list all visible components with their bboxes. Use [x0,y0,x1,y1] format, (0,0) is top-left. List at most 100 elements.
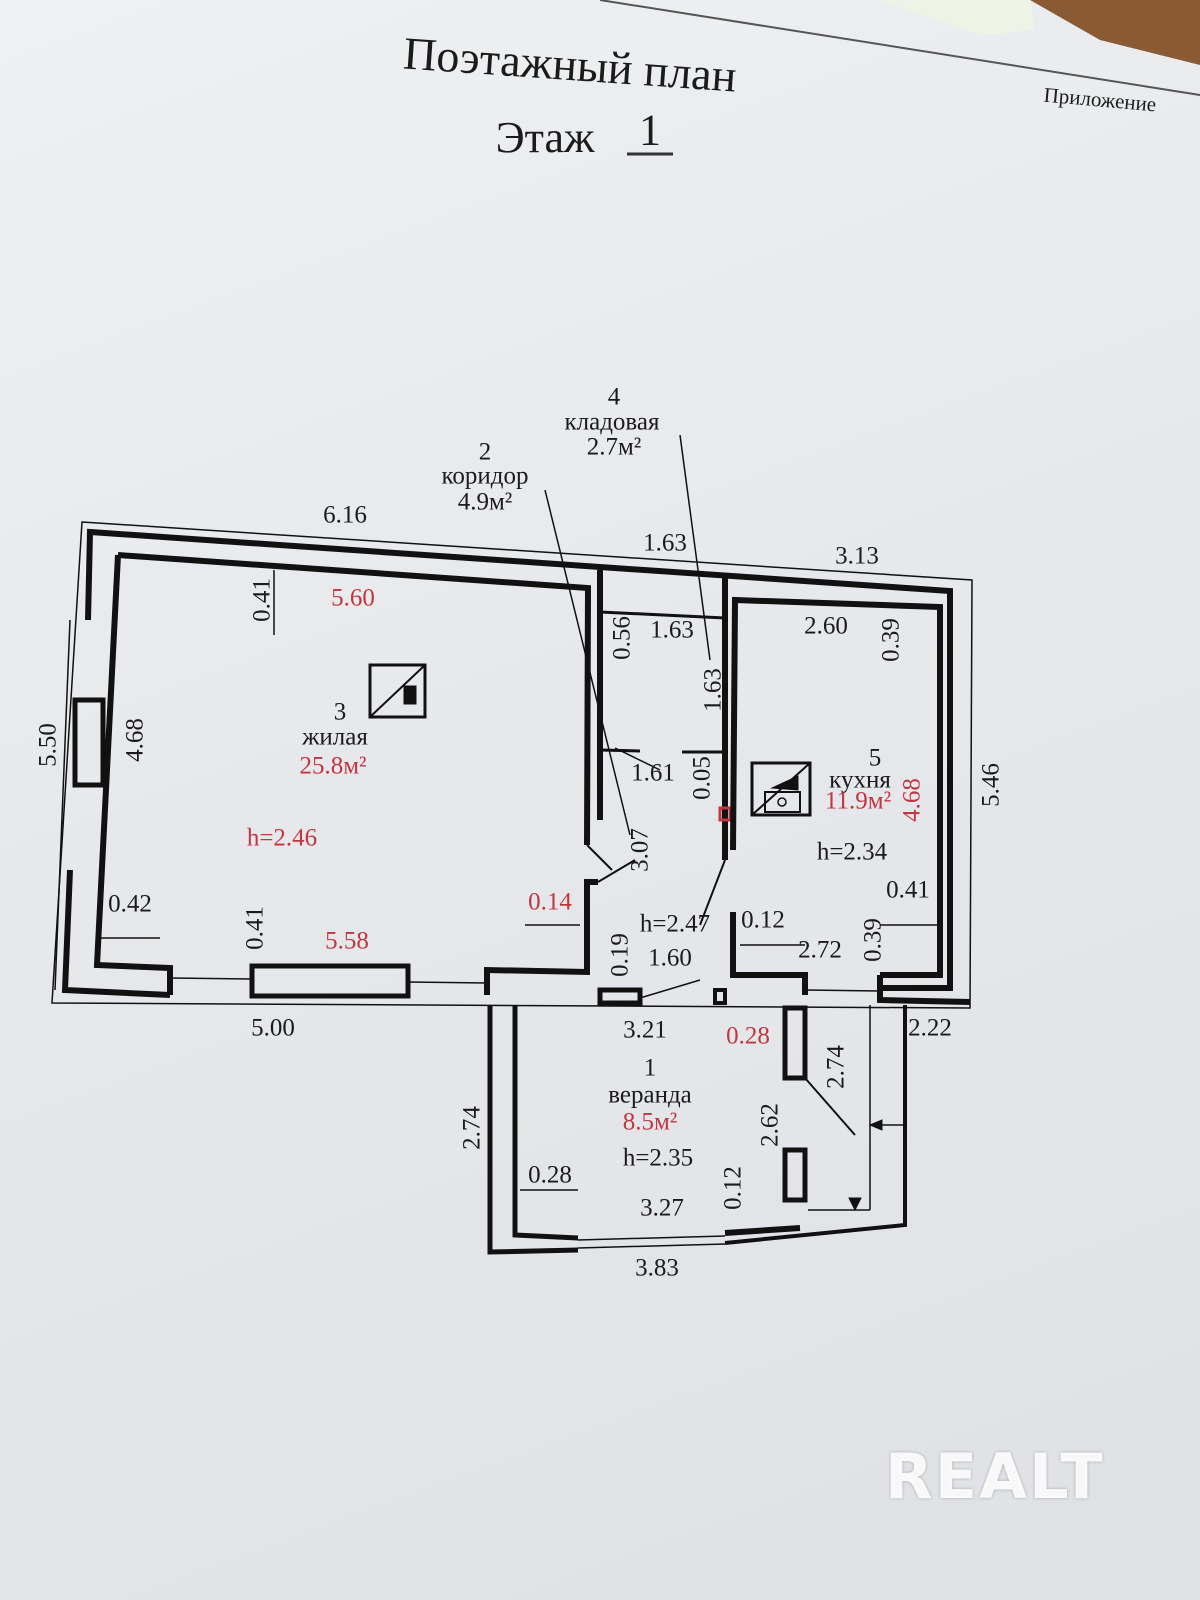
dimension: 5.50 [34,723,62,767]
dimension: 0.56 [608,616,636,660]
room-4-number: 4 [607,383,621,411]
room-3-number: 3 [333,698,347,726]
room-3-name: жилая [302,723,368,751]
room-4-area: 2.7м² [586,433,642,461]
room-2-area: 4.9м² [457,488,513,516]
dimension: 0.05 [688,756,716,800]
pier [72,697,106,788]
dimension: 4.68 [898,778,926,822]
dimension: 2.74 [458,1106,486,1150]
dimension: 0.14 [528,888,572,916]
room-2-height: h=2.47 [639,910,711,938]
note-paper [880,0,1035,35]
dimension: 0.39 [877,618,905,662]
stove-icon [368,663,427,719]
leader-line [614,747,661,771]
arrow-head [848,1197,862,1212]
dimension: 6.16 [323,501,367,529]
dimension: 3.27 [640,1194,684,1222]
wall-segment [249,963,411,999]
wall-stub [713,988,727,1005]
wall-veranda-right [724,1005,907,1245]
leader-line [679,434,711,661]
dimension: 3.07 [626,828,654,872]
room-5-number: 5 [868,744,882,772]
building-outline [51,521,973,1009]
room-2-number: 2 [478,438,492,466]
leader-line [544,489,631,836]
dimension: 0.39 [859,918,887,962]
arrow-head [868,1119,883,1131]
floor-number: 1 [627,108,673,156]
wall-kitchen-bottom [730,912,808,995]
dimension: 0.12 [741,906,785,934]
dimension: 1.63 [643,529,687,557]
dimension: 0.41 [241,906,269,950]
room-2-name: коридор [441,462,529,490]
dimension: 0.19 [606,933,634,977]
wall-veranda-inner [512,1005,579,1241]
window-line [577,1243,726,1249]
window-line [577,1235,726,1241]
dimension: 3.13 [835,542,879,570]
kitchen-stove-icon [750,761,812,817]
outer-wall-left [61,869,171,998]
wall-room-3 [117,552,592,846]
dimension: 1.61 [631,759,675,787]
room-1-name: веранда [608,1081,692,1109]
wall-veranda [487,1005,579,1255]
red-vent-mark [718,806,732,822]
wall-veranda-right [724,1225,801,1236]
room-3-height: h=2.46 [246,824,318,852]
door-swing [639,979,701,999]
room-5-area: 11.9м² [824,787,892,815]
dimension: 2.72 [798,936,842,964]
door-swing [597,859,636,883]
window-line [169,977,253,980]
room-1-area: 8.5м² [622,1108,678,1136]
dimension: 0.41 [248,578,276,622]
wall-kitchen [730,596,943,978]
room-4-name: кладовая [564,408,660,436]
dimension: 3.83 [635,1254,679,1282]
window-line [54,619,71,991]
dimension: 1.63 [650,616,694,644]
dimension: 0.42 [108,890,152,918]
dimension: 2.60 [804,612,848,640]
dimension: 5.00 [251,1014,295,1042]
room-5-name: кухня [829,766,891,794]
door-swing [699,859,726,926]
dimension: 2.74 [822,1045,850,1089]
dimension: 4.68 [121,718,149,762]
door-swing [804,1077,856,1136]
realt-watermark-logo: REALT [885,1440,1105,1513]
room-5-height: h=2.34 [816,838,888,866]
paper-edge-line [599,0,1200,96]
dimension: 2.62 [756,1103,784,1147]
window-line [804,989,881,992]
floor-label: Этаж [495,113,595,162]
dimension: 5.60 [331,584,375,612]
dimension: 0.28 [726,1022,770,1050]
table-corner [1030,0,1200,65]
dimension: 0.41 [886,876,930,904]
dimension: 0.12 [719,1166,747,1210]
room-1-height: h=2.35 [622,1144,694,1172]
wall-room-3-left [93,554,173,995]
window-line [407,981,488,984]
wall-segment [484,879,598,995]
dimension: 3.21 [623,1016,667,1044]
wall-kitchen-right [877,975,971,1005]
dimension: 0.28 [528,1161,572,1189]
door-swing [586,844,613,871]
pier [782,1005,808,1081]
wall-stub [597,987,643,1006]
dimension: 5.46 [977,763,1005,807]
pier [782,1147,808,1203]
room-3-area: 25.8м² [299,752,367,780]
dimension: 2.22 [908,1014,952,1042]
room-1-number: 1 [643,1054,657,1082]
dimension: 1.60 [648,944,692,972]
dimension: 5.58 [325,927,369,955]
